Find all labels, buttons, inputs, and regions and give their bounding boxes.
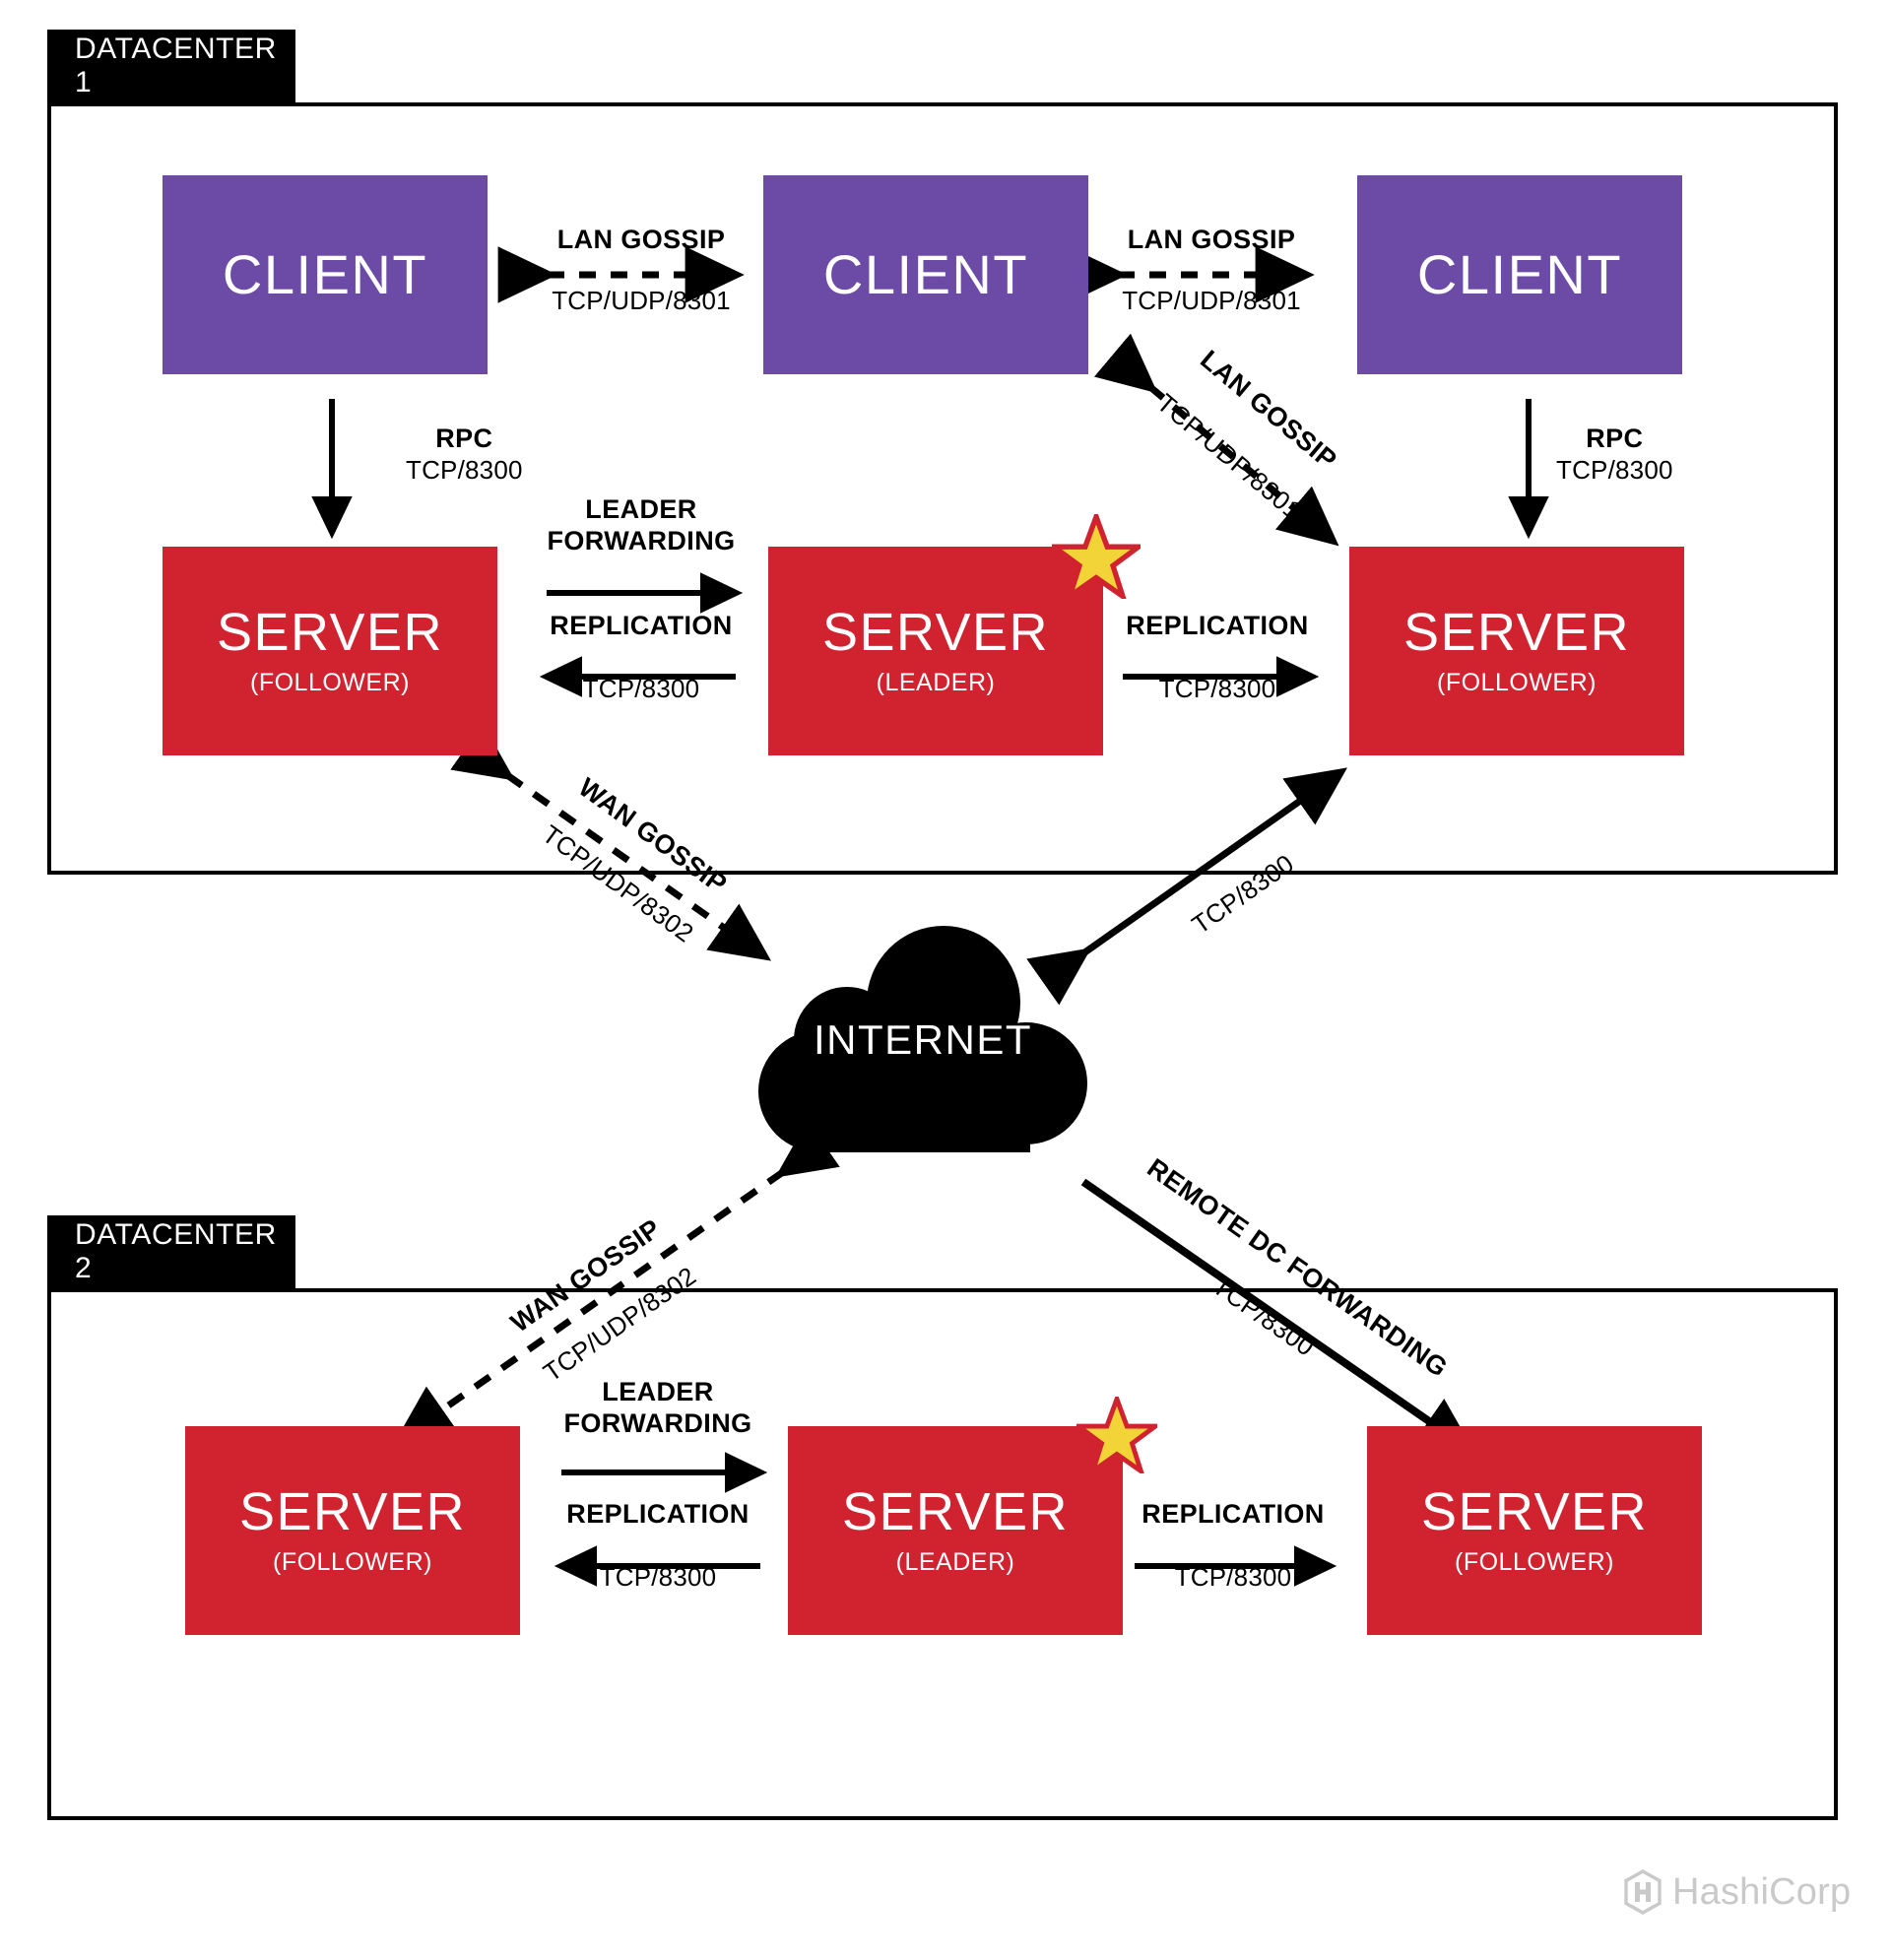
dc1-leader-star-icon <box>1052 514 1141 599</box>
internet-label: INTERNET <box>814 1016 1032 1063</box>
dc1-server-2-role: (LEADER) <box>876 668 996 696</box>
datacenter-2-frame <box>47 1288 1838 1820</box>
label-replication-left-dc2: REPLICATION TCP/8300 <box>566 1499 749 1593</box>
label-rpc-right-port: TCP/8300 <box>1556 454 1673 485</box>
label-lan-gossip-right: LAN GOSSIP TCP/UDP/8301 <box>1122 225 1301 316</box>
label-rpc-right-title: RPC <box>1586 424 1644 453</box>
label-lan-gossip-left: LAN GOSSIP TCP/UDP/8301 <box>552 225 731 316</box>
dc1-server-3-role: (FOLLOWER) <box>1437 668 1597 696</box>
dc2-server-1-label: SERVER <box>238 1482 467 1542</box>
dc2-leader-star-icon <box>1076 1397 1157 1473</box>
label-replication-left-dc1-title: REPLICATION <box>550 611 733 640</box>
dc1-server-2-label: SERVER <box>821 603 1050 663</box>
dc2-server-2-label: SERVER <box>841 1482 1070 1542</box>
datacenter-1-tab: DATACENTER 1 <box>47 30 295 102</box>
label-replication-right-dc1: REPLICATION TCP/8300 <box>1126 611 1308 704</box>
dc1-server-follower-2[interactable]: SERVER (FOLLOWER) <box>1349 547 1684 755</box>
datacenter-1-frame <box>47 102 1838 875</box>
hashicorp-logo: HashiCorp <box>1623 1869 1851 1915</box>
label-replication-left-dc1-port: TCP/8300 <box>582 673 700 703</box>
label-lan-gossip-right-port: TCP/UDP/8301 <box>1122 285 1301 315</box>
label-replication-left-dc2-title: REPLICATION <box>566 1499 750 1529</box>
label-leader-forwarding-dc2-line1: LEADER <box>602 1377 714 1406</box>
dc1-client-3[interactable]: CLIENT <box>1357 175 1682 374</box>
hashicorp-mark-icon <box>1624 1869 1662 1915</box>
label-rpc-left-port: TCP/8300 <box>406 454 523 485</box>
label-leader-forwarding-dc1-line2: FORWARDING <box>547 525 736 555</box>
label-replication-right-dc2-title: REPLICATION <box>1141 1499 1325 1529</box>
dc1-server-leader[interactable]: SERVER (LEADER) <box>768 547 1103 755</box>
dc1-server-3-label: SERVER <box>1402 603 1631 663</box>
dc2-server-follower-1[interactable]: SERVER (FOLLOWER) <box>185 1426 520 1635</box>
dc2-server-3-role: (FOLLOWER) <box>1455 1547 1614 1576</box>
label-rpc-left: RPC TCP/8300 <box>406 424 523 486</box>
dc1-server-follower-1[interactable]: SERVER (FOLLOWER) <box>163 547 497 755</box>
label-rpc-left-title: RPC <box>435 424 493 453</box>
internet-cloud: INTERNET <box>750 926 1095 1164</box>
dc1-client-2-label: CLIENT <box>822 242 1029 305</box>
dc2-server-leader[interactable]: SERVER (LEADER) <box>788 1426 1123 1635</box>
cloud-icon <box>758 926 1087 1164</box>
datacenter-1-label: DATACENTER 1 <box>75 33 277 98</box>
dc1-server-1-label: SERVER <box>216 603 444 663</box>
datacenter-2-tab: DATACENTER 2 <box>47 1215 295 1288</box>
label-replication-right-dc1-title: REPLICATION <box>1126 611 1309 640</box>
label-rpc-right: RPC TCP/8300 <box>1556 424 1673 486</box>
dc2-server-3-label: SERVER <box>1420 1482 1649 1542</box>
dc1-client-3-label: CLIENT <box>1416 242 1623 305</box>
dc2-server-1-role: (FOLLOWER) <box>273 1547 432 1576</box>
label-replication-left-dc1: REPLICATION TCP/8300 <box>550 611 732 704</box>
datacenter-2-label: DATACENTER 2 <box>75 1218 277 1284</box>
dc1-client-2[interactable]: CLIENT <box>763 175 1088 374</box>
dc1-client-1[interactable]: CLIENT <box>163 175 488 374</box>
label-lan-gossip-right-title: LAN GOSSIP <box>1127 225 1296 254</box>
label-leader-forwarding-dc1: LEADER FORWARDING <box>548 494 736 557</box>
label-leader-forwarding-dc1-line1: LEADER <box>585 494 697 524</box>
dc2-server-follower-2[interactable]: SERVER (FOLLOWER) <box>1367 1426 1702 1635</box>
label-lan-gossip-left-title: LAN GOSSIP <box>556 225 726 254</box>
dc1-server-1-role: (FOLLOWER) <box>250 668 410 696</box>
label-lan-gossip-left-port: TCP/UDP/8301 <box>552 285 731 315</box>
label-replication-left-dc2-port: TCP/8300 <box>599 1561 717 1592</box>
label-replication-right-dc2: REPLICATION TCP/8300 <box>1141 1499 1324 1593</box>
label-leader-forwarding-dc2-line2: FORWARDING <box>563 1407 752 1438</box>
hashicorp-wordmark: HashiCorp <box>1672 1870 1852 1913</box>
dc1-client-1-label: CLIENT <box>222 242 428 305</box>
label-leader-forwarding-dc2: LEADER FORWARDING <box>564 1377 752 1440</box>
dc2-server-2-role: (LEADER) <box>895 1547 1015 1576</box>
label-replication-right-dc2-port: TCP/8300 <box>1174 1561 1292 1592</box>
label-replication-right-dc1-port: TCP/8300 <box>1158 673 1276 703</box>
